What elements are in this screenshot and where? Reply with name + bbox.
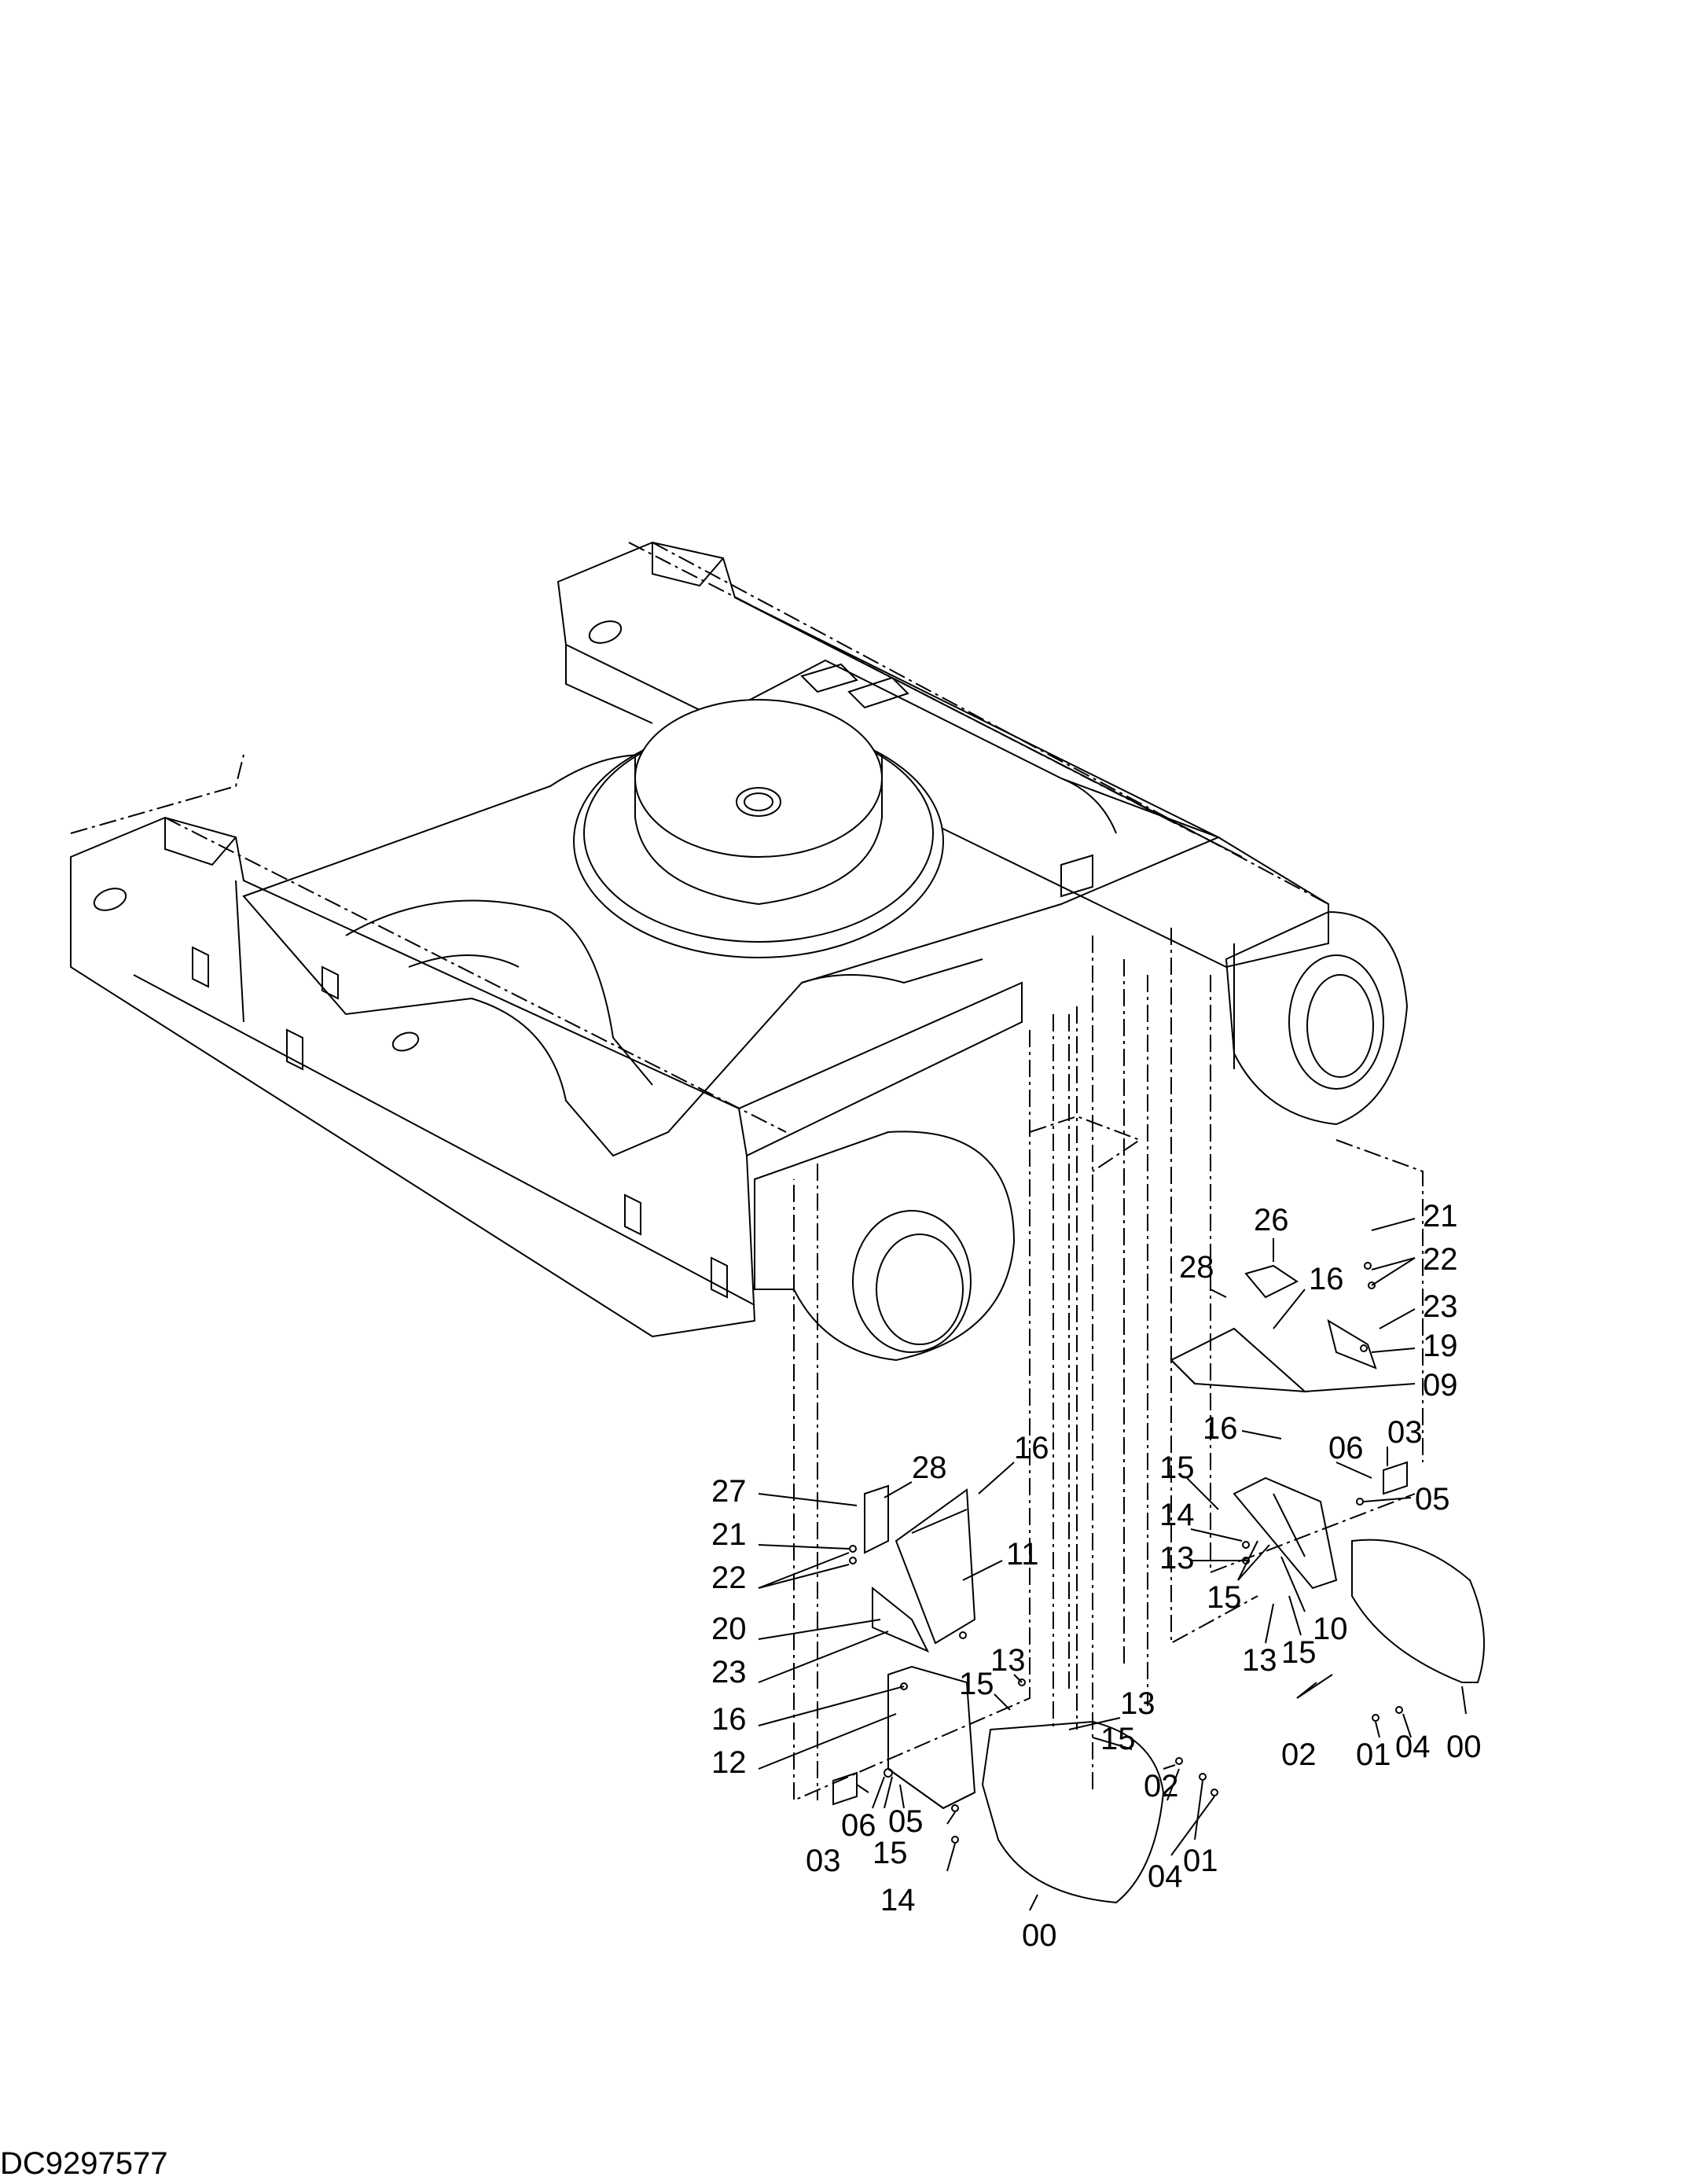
- callout-22: 22: [711, 1561, 747, 1595]
- callout-21: 21: [1423, 1199, 1458, 1234]
- callout-01: 01: [1356, 1737, 1391, 1772]
- callout-11: 11: [1006, 1537, 1039, 1572]
- callout-12: 12: [711, 1745, 747, 1780]
- callout-03: 03: [1387, 1415, 1423, 1450]
- phantom-lines: [70, 542, 1424, 1802]
- callout-13: 13: [1159, 1541, 1195, 1575]
- callout-13: 13: [1242, 1643, 1277, 1678]
- callout-15: 15: [873, 1836, 908, 1870]
- callout-28: 28: [1179, 1250, 1214, 1285]
- bracket-27: [864, 1484, 889, 1554]
- leader-lines: [758, 1218, 1467, 1911]
- callout-23: 23: [711, 1655, 747, 1689]
- callout-00: 00: [1446, 1730, 1482, 1764]
- callout-16: 16: [711, 1702, 747, 1737]
- cover-10: [1233, 1476, 1338, 1590]
- cover-09: [1170, 1327, 1307, 1393]
- callout-22: 22: [1423, 1242, 1458, 1277]
- track-frame-assembly: [70, 541, 1409, 1362]
- callout-02: 02: [1144, 1769, 1179, 1803]
- callout-16: 16: [1203, 1411, 1238, 1446]
- callout-16: 16: [1014, 1431, 1049, 1465]
- callout-06: 06: [841, 1808, 876, 1843]
- callout-26: 26: [1254, 1203, 1289, 1237]
- callout-10: 10: [1313, 1612, 1348, 1646]
- callout-02: 02: [1281, 1737, 1317, 1772]
- callout-06: 06: [1328, 1431, 1364, 1465]
- callout-15: 15: [959, 1667, 994, 1701]
- cover-00-right: [1351, 1539, 1485, 1683]
- callout-04: 04: [1148, 1859, 1183, 1894]
- plate-20: [872, 1586, 930, 1653]
- callout-28: 28: [912, 1450, 947, 1485]
- callout-15: 15: [1207, 1580, 1242, 1615]
- callout-21: 21: [711, 1517, 747, 1552]
- drawing-number: DC9297577: [0, 2146, 168, 2181]
- clip-03-right: [1383, 1461, 1408, 1495]
- callout-04: 04: [1395, 1730, 1431, 1764]
- callout-01: 01: [1183, 1844, 1218, 1878]
- callout-05: 05: [888, 1804, 924, 1839]
- left-cover-group: [832, 1484, 1026, 1844]
- callout-14: 14: [1159, 1498, 1195, 1532]
- callout-labels: 21 22 23 19 09 26 28 16 16 06 03 05 15 1…: [0, 1199, 1482, 2181]
- callout-00: 00: [1022, 1918, 1057, 1953]
- clip-03-left: [832, 1771, 858, 1806]
- callout-16: 16: [1309, 1262, 1344, 1296]
- plate-19: [1327, 1318, 1377, 1370]
- cover-00-center: [981, 1720, 1165, 1904]
- callout-23: 23: [1423, 1289, 1458, 1324]
- callout-13: 13: [1120, 1686, 1155, 1721]
- callout-27: 27: [711, 1474, 747, 1509]
- callout-15: 15: [1281, 1635, 1317, 1670]
- callout-09: 09: [1423, 1368, 1458, 1403]
- callout-20: 20: [711, 1612, 747, 1646]
- callout-13: 13: [990, 1643, 1026, 1678]
- center-cover-group: [981, 1720, 1218, 1904]
- callout-05: 05: [1415, 1482, 1450, 1517]
- callout-03: 03: [806, 1844, 841, 1878]
- callout-15: 15: [1100, 1722, 1136, 1756]
- callout-15: 15: [1159, 1450, 1195, 1485]
- cover-11: [895, 1488, 976, 1645]
- callout-14: 14: [880, 1883, 916, 1917]
- callout-19: 19: [1423, 1329, 1458, 1363]
- bracket-26: [1244, 1264, 1299, 1299]
